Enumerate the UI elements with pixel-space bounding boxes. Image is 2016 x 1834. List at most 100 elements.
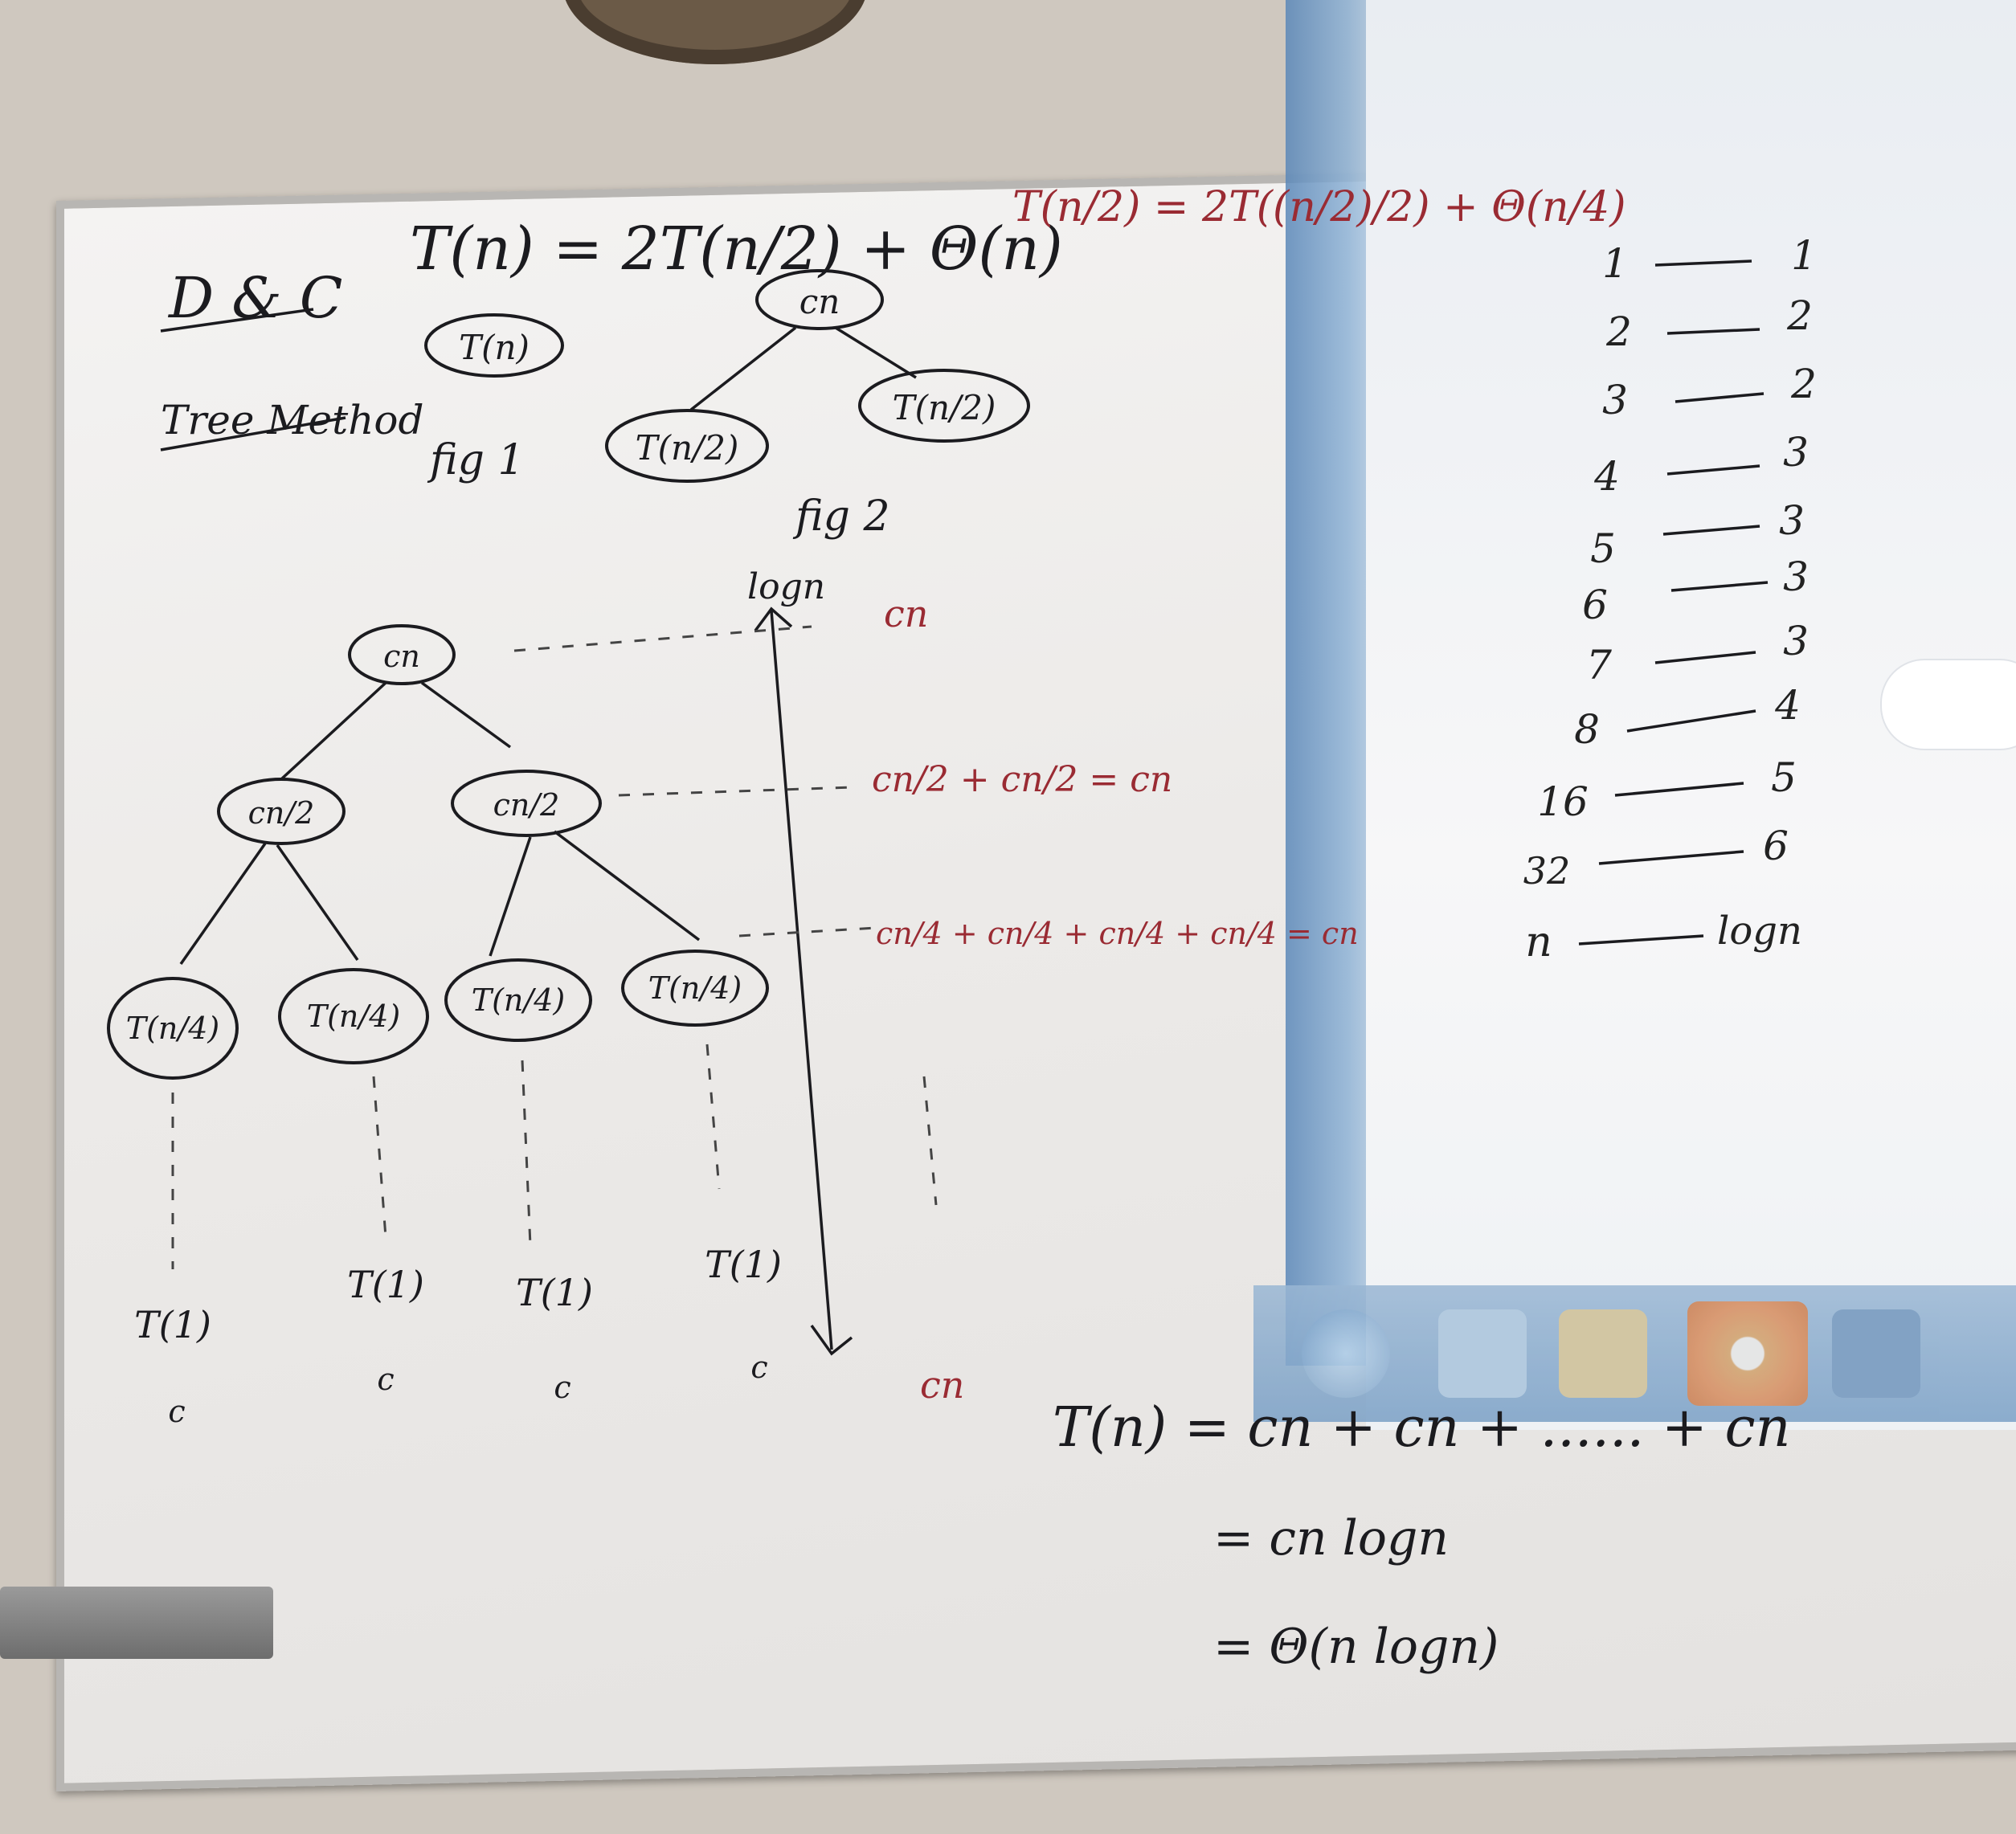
total-line-3: = Θ(n logn): [1213, 1619, 1499, 1675]
tree-dash-3: [521, 1060, 532, 1246]
tree-l1-label-2: cn/2: [493, 787, 560, 823]
tree-l2-label-4: T(n/4): [648, 970, 742, 1006]
board-title: D & C: [167, 265, 343, 331]
tree-leaf-2: T(1): [347, 1263, 424, 1306]
table-n: 32: [1523, 849, 1571, 892]
fig2-root-node: [755, 269, 884, 330]
tree-l2-label-2: T(n/4): [307, 999, 400, 1034]
tree-leaf-cost-4: c: [750, 1350, 767, 1385]
table-n: 1: [1602, 240, 1628, 287]
tree-dash-4: [705, 1044, 721, 1190]
tree-edge-root-left: [280, 681, 387, 781]
folder-icon: [1559, 1309, 1647, 1398]
fig2-left-node: [605, 409, 769, 483]
table-n: 8: [1574, 706, 1600, 753]
tree-l2-label-3: T(n/4): [472, 982, 565, 1018]
table-levels: 3: [1783, 618, 1809, 664]
levels-table: 1 1 2 2 3 2 4 3 5 3 6 3 7: [1523, 232, 1817, 966]
board-subtitle: Tree Method: [161, 397, 424, 443]
projected-taskbar: [1253, 1285, 2016, 1422]
table-n: 6: [1582, 582, 1608, 628]
table-row: 8 4: [1574, 682, 1801, 753]
tree-leaf-1: T(1): [134, 1303, 211, 1346]
table-levels: 2: [1790, 361, 1817, 407]
height-label: logn: [747, 566, 825, 607]
table-row: 16 5: [1537, 754, 1797, 825]
browser-icon: [1438, 1309, 1527, 1398]
table-row: 32 6: [1523, 823, 1789, 892]
tree-l1-label-1: cn/2: [248, 795, 315, 831]
title-underline: [160, 308, 314, 333]
chrome-icon: [1687, 1301, 1808, 1406]
height-arrow-bottom: [810, 1324, 853, 1356]
fig2-edge-right: [835, 326, 917, 379]
tree-l2-node-4: [621, 950, 769, 1027]
tree-root-node: [348, 624, 456, 685]
projected-search-box: [1880, 659, 2016, 750]
tree-edge-l1a: [179, 842, 267, 966]
tree-l2-node-2: [278, 968, 429, 1064]
subtitle-underline: [160, 416, 346, 451]
level-dash-2: [738, 926, 877, 937]
level-cost-0: cn: [884, 592, 928, 635]
table-row: 1 1: [1602, 232, 1817, 287]
table-dash: [1654, 259, 1752, 267]
table-levels: 3: [1783, 429, 1809, 476]
table-n: 16: [1537, 778, 1589, 825]
fig2-root-label: cn: [799, 282, 840, 321]
height-arrow: [770, 610, 833, 1350]
level-dash-0: [513, 625, 812, 652]
tree-leaf-cost-2: c: [377, 1362, 394, 1397]
table-dash: [1666, 464, 1760, 476]
fig2-label: fig 2: [792, 492, 890, 541]
total-line-1: T(n) = cn + cn + ...... + cn: [1053, 1396, 1790, 1460]
tree-edge-l1b: [276, 843, 359, 962]
tree-leaf-4: T(1): [705, 1243, 782, 1286]
fig1-node-label: T(n): [459, 328, 530, 367]
tree-l2-node-3: [444, 958, 592, 1042]
tree-l1-node-2: [451, 770, 602, 837]
table-row: 5 3: [1590, 497, 1805, 572]
table-row: 6 3: [1582, 553, 1809, 628]
table-dash: [1626, 709, 1756, 733]
table-dash: [1578, 934, 1704, 946]
table-levels: 3: [1783, 553, 1809, 600]
table-dash: [1675, 392, 1765, 403]
fig2-right-label: T(n/2): [893, 388, 996, 427]
tree-edge-l1c: [489, 836, 532, 957]
tree-root-label: cn: [383, 639, 420, 674]
start-orb-icon: [1302, 1309, 1390, 1398]
tree-leaf-cost-1: c: [168, 1394, 185, 1429]
table-dash: [1662, 525, 1760, 536]
table-n: 4: [1593, 453, 1620, 500]
table-row: 4 3: [1593, 429, 1809, 500]
tree-dash-2: [372, 1076, 387, 1238]
table-row: n logn: [1525, 909, 1802, 966]
fig2-edge-left: [689, 326, 797, 411]
tree-edge-l1d: [553, 830, 701, 942]
table-n: 5: [1590, 525, 1616, 572]
table-row: 7 3: [1586, 618, 1809, 688]
fig1-node: [424, 313, 564, 378]
fig1-label: fig 1: [427, 436, 525, 484]
level-cost-2: cn/4 + cn/4 + cn/4 + cn/4 = cn: [876, 916, 1359, 951]
media-player-icon: [1832, 1309, 1920, 1398]
level-dash-3: [922, 1076, 938, 1206]
sub-recurrence: T(n/2) = 2T((n/2)/2) + Θ(n/4): [1012, 183, 1626, 231]
table-n: 7: [1586, 642, 1612, 688]
table-levels: logn: [1717, 909, 1802, 954]
level-cost-1: cn/2 + cn/2 = cn: [872, 759, 1172, 800]
height-arrow-top: [754, 607, 793, 632]
tree-edge-root-right: [420, 681, 512, 749]
table-n: n: [1525, 918, 1552, 966]
marker-tray: [0, 1587, 273, 1659]
table-n: 3: [1602, 377, 1628, 423]
tree-l1-node-1: [217, 778, 346, 845]
level-cost-3: cn: [920, 1363, 964, 1407]
table-n: 2: [1605, 308, 1632, 355]
table-row: 3 2: [1602, 361, 1817, 423]
table-dash: [1654, 651, 1756, 664]
table-levels: 4: [1774, 682, 1801, 729]
tree-leaf-3: T(1): [516, 1271, 593, 1314]
